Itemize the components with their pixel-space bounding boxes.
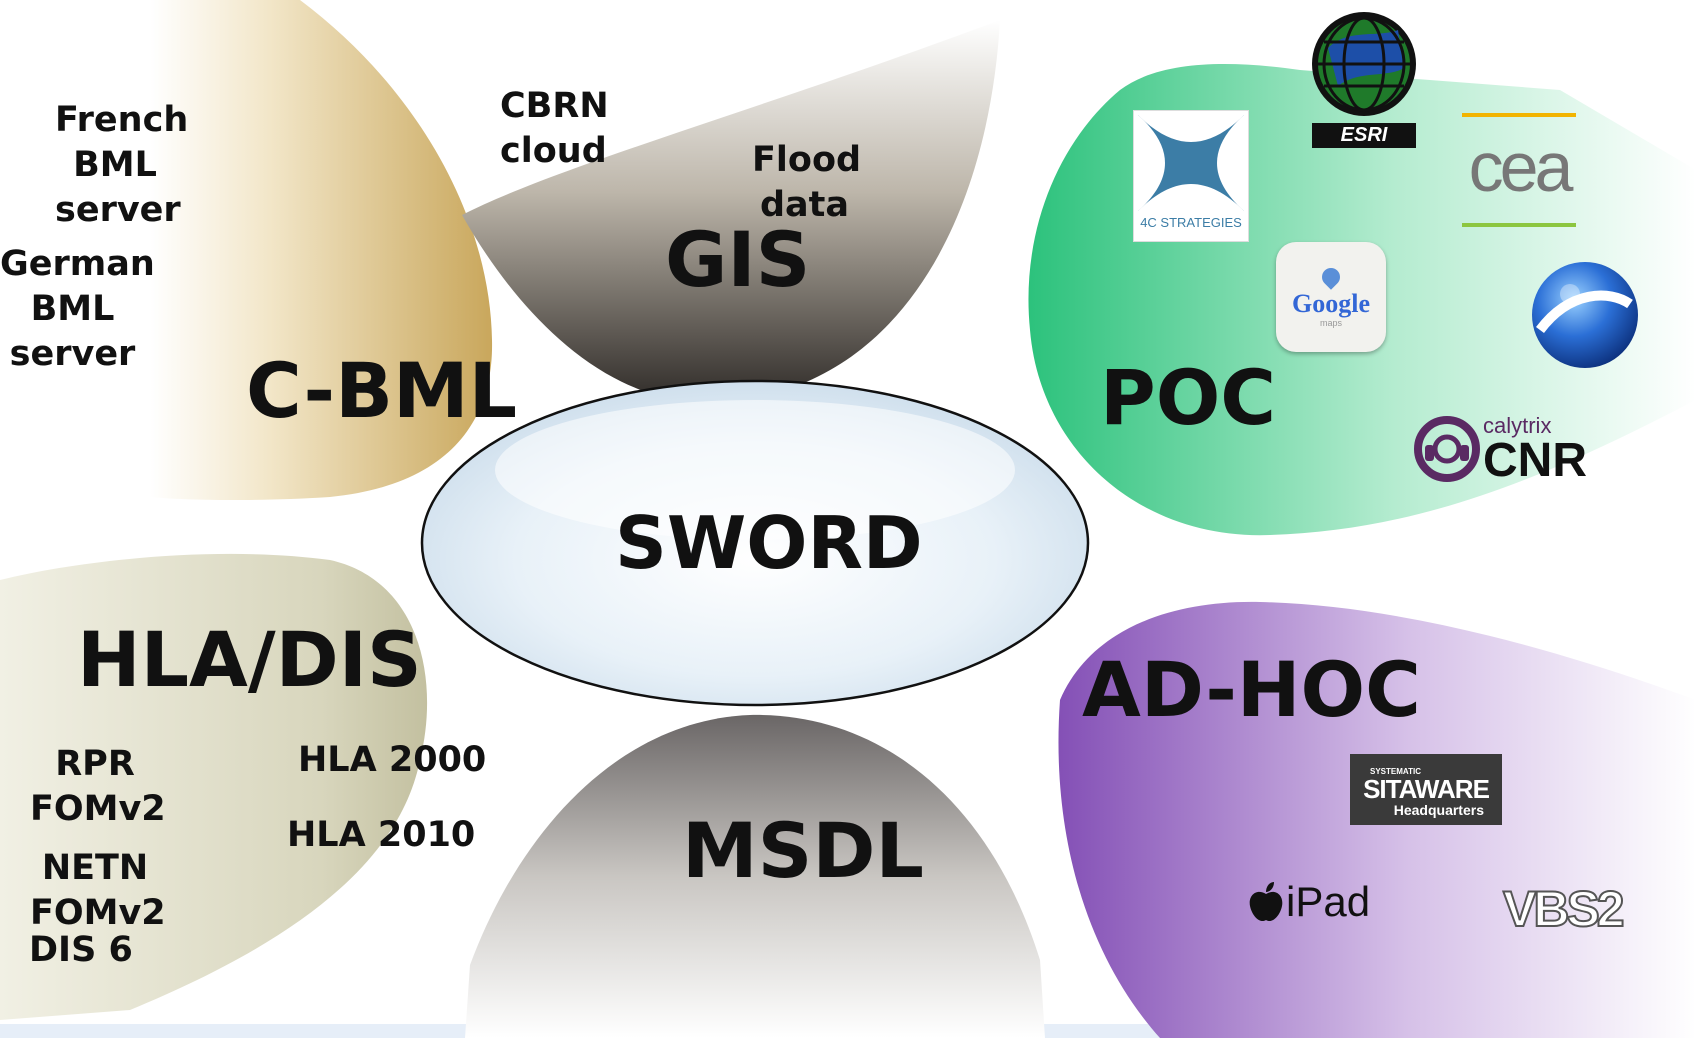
cbml-label: C-BML bbox=[246, 346, 518, 435]
poc-label: POC bbox=[1100, 353, 1277, 442]
sitaware-sub-text: Headquarters bbox=[1393, 802, 1484, 818]
sword-label: SWORD bbox=[615, 501, 923, 585]
petal-cbml bbox=[150, 0, 493, 501]
sitaware-small-text: SYSTEMATIC bbox=[1370, 767, 1421, 776]
hla-item-hla2000: HLA 2000 bbox=[298, 740, 487, 780]
calytrix-small-text: calytrix bbox=[1483, 413, 1552, 438]
hla-item-netn-fomv2: NETN FOMv2 bbox=[30, 848, 166, 933]
hla-item-dis6: DIS 6 bbox=[29, 930, 133, 970]
ipad-text: iPad bbox=[1286, 878, 1371, 925]
petal-msdl bbox=[465, 714, 1045, 1038]
calytrix-cnr-text: CNR bbox=[1483, 434, 1587, 487]
calytrix-cnr-logo: calytrix CNR bbox=[1413, 413, 1603, 487]
sitaware-main-text: SITAWARE bbox=[1363, 774, 1490, 804]
cea-logo: cea bbox=[1462, 113, 1576, 230]
esri-text: ESRI bbox=[1312, 123, 1416, 148]
sword-ellipse-highlight bbox=[495, 400, 1015, 540]
google-text: Google bbox=[1292, 289, 1370, 318]
cea-text: cea bbox=[1468, 128, 1574, 206]
gis-label: GIS bbox=[665, 215, 811, 304]
4c-strategies-logo: 4C STRATEGIES bbox=[1133, 110, 1249, 242]
hla-item-rpr-fomv2: RPR FOMv2 bbox=[30, 744, 166, 829]
msdl-label: MSDL bbox=[682, 806, 924, 895]
headset-icon bbox=[1414, 416, 1480, 482]
vbs2-logo: VBS2 bbox=[1502, 881, 1626, 937]
ipad-logo: iPad bbox=[1248, 878, 1388, 928]
cbml-item-french-server: French BML server bbox=[55, 100, 189, 230]
adhoc-label: AD-HOC bbox=[1082, 645, 1421, 734]
apple-icon bbox=[1249, 882, 1283, 922]
4c-strategies-text: 4C STRATEGIES bbox=[1140, 215, 1242, 230]
google-earth-icon bbox=[1530, 260, 1640, 370]
hla-item-hla2010: HLA 2010 bbox=[287, 815, 476, 855]
google-maps-sub: maps bbox=[1319, 318, 1342, 328]
hla-label: HLA/DIS bbox=[77, 615, 422, 704]
map-pin-icon bbox=[1318, 264, 1344, 290]
cea-bottom-bar bbox=[1462, 223, 1576, 227]
cea-top-bar bbox=[1462, 113, 1576, 117]
sitaware-logo: SYSTEMATIC SITAWARE Headquarters bbox=[1350, 754, 1502, 825]
esri-logo: ESRI bbox=[1308, 8, 1420, 153]
cbml-item-german-server: German BML server bbox=[0, 244, 155, 374]
gis-item-flood-data: Flood data bbox=[752, 140, 862, 225]
petal-hla bbox=[0, 553, 428, 1020]
gis-item-cbrn-cloud: CBRN cloud bbox=[500, 86, 609, 171]
petal-gis bbox=[462, 20, 1000, 403]
google-maps-logo: Google maps bbox=[1276, 242, 1386, 352]
